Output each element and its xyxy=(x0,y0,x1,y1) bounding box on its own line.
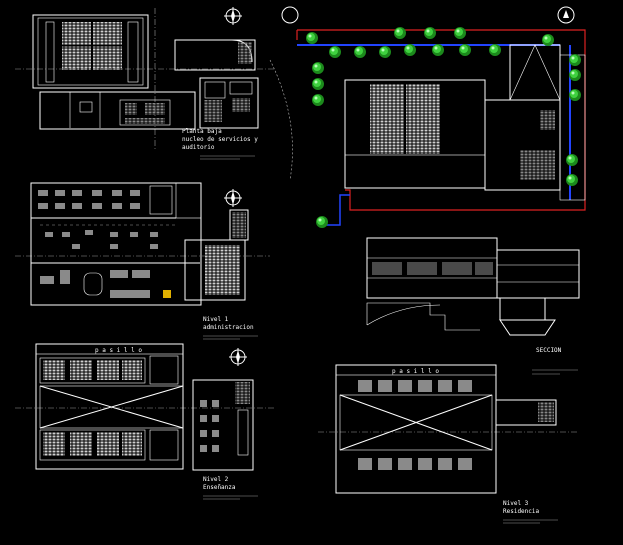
north-arrow-icon xyxy=(223,188,243,208)
tree-row xyxy=(306,27,581,228)
level2-title-2: Enseñanza xyxy=(203,484,236,491)
section-drawing: SECCION xyxy=(366,237,580,354)
north-arrow-icon xyxy=(228,347,248,367)
level3-corridor-label: p a s i l l o xyxy=(392,368,439,375)
level2-title-1: Nivel 2 xyxy=(203,476,229,483)
level1-title-1: Nivel 1 xyxy=(203,316,229,323)
site-plan xyxy=(269,6,586,228)
level2-plan: p a s i l l o Nivel 2 Enseñanza xyxy=(15,343,275,500)
level1-title-2: administracion xyxy=(203,324,254,331)
ground-floor-title-1: Planta baja xyxy=(182,128,222,135)
north-arrow-icon xyxy=(557,6,575,24)
ground-floor-title-2: nucleo de servicios y xyxy=(182,136,258,143)
level2-corridor-label: p a s i l l o xyxy=(95,347,142,354)
level1-plan: Nivel 1 administracion xyxy=(15,182,270,340)
ground-floor-title-3: auditorio xyxy=(182,144,215,151)
section-title: SECCION xyxy=(536,347,562,354)
north-arrow-icon xyxy=(223,6,243,26)
level3-title-2: Residencia xyxy=(503,508,540,515)
level3-plan: p a s i l l o Nivel 3 Residencia xyxy=(318,364,578,524)
level3-title-1: Nivel 3 xyxy=(503,500,529,507)
compass-icon xyxy=(281,6,299,24)
ground-floor-plan: Planta baja nucleo de servicios y audito… xyxy=(15,6,275,160)
